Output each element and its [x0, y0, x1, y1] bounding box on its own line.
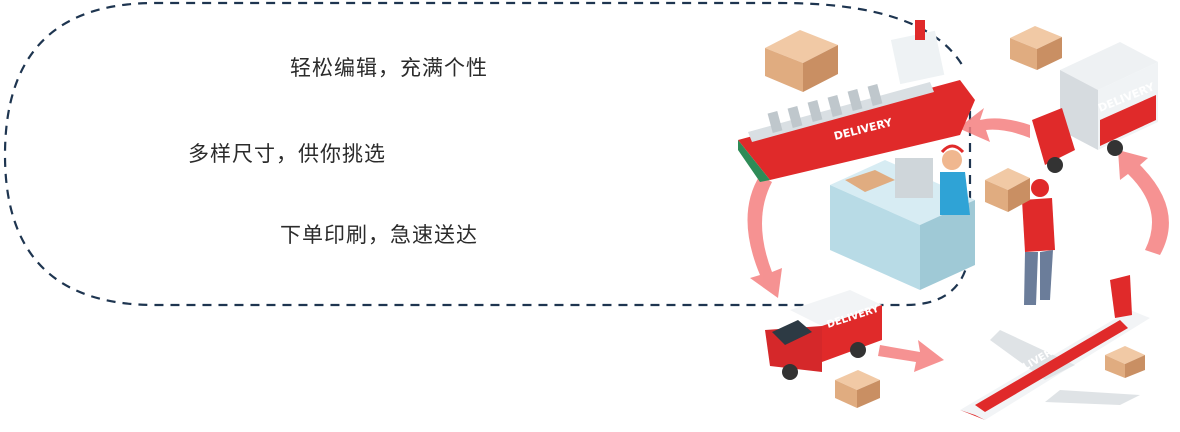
delivery-truck-icon: DELIVERY	[1032, 42, 1158, 173]
airplane-icon: DELIVERY	[960, 275, 1150, 420]
arrow-plane-to-truck	[1118, 150, 1169, 255]
office-desk-icon	[830, 144, 975, 290]
delivery-van-icon: DELIVERY	[765, 290, 882, 380]
arrow-truck-to-ship	[958, 108, 1030, 142]
parcel-box-icon	[835, 370, 880, 408]
parcel-box-icon	[765, 30, 838, 92]
cycle-arrows	[747, 108, 1169, 372]
feature-text-delivery: 下单印刷，急速送达	[280, 223, 478, 247]
arrow-van-to-plane	[878, 340, 944, 372]
feature-text-sizes: 多样尺寸，供你挑选	[188, 142, 386, 166]
arrow-ship-to-van	[747, 175, 782, 298]
parcel-box-icon	[1105, 346, 1145, 378]
cargo-ship-icon: DELIVERY	[738, 20, 975, 182]
courier-icon	[985, 168, 1055, 305]
parcel-box-icon	[1010, 26, 1062, 70]
dashed-outline	[3, 1, 972, 307]
feature-text-edit: 轻松编辑，充满个性	[290, 56, 488, 80]
